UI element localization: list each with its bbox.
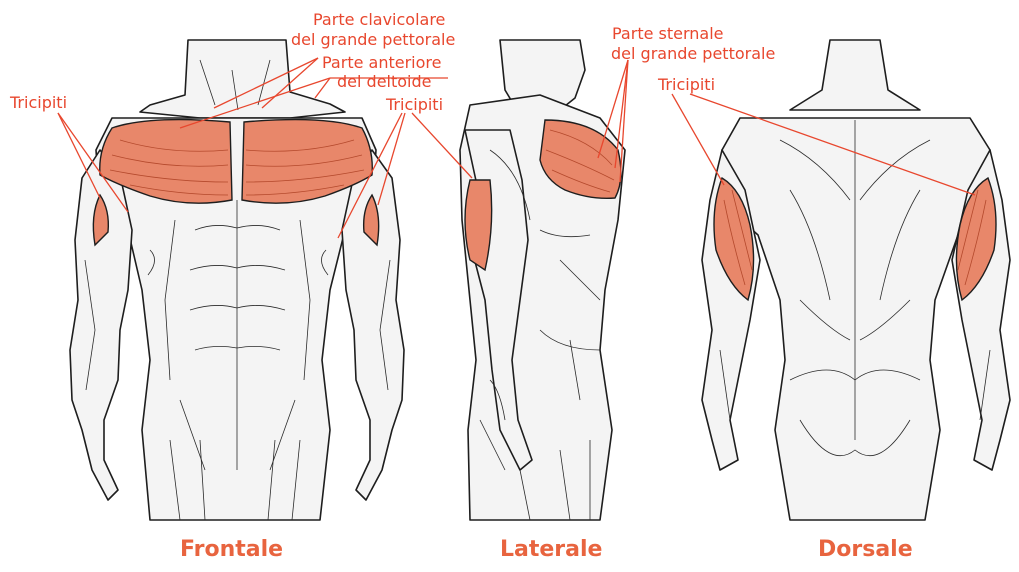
label-parte-clavicolare-line1: Parte clavicolare (313, 11, 445, 29)
front-figure (70, 40, 404, 520)
caption-frontale: Frontale (180, 537, 283, 563)
label-parte-anteriore-line2: del deltoide (337, 73, 431, 91)
label-parte-clavicolare-line2: del grande pettorale (291, 31, 455, 49)
caption-laterale: Laterale (500, 537, 602, 563)
label-parte-anteriore-line1: Parte anteriore (322, 54, 441, 72)
back-figure (702, 40, 1010, 520)
caption-dorsale: Dorsale (818, 537, 913, 563)
label-parte-sternale-line1: Parte sternale (612, 25, 724, 43)
label-tricipiti-center: Tricipiti (386, 96, 443, 114)
label-tricipiti-left: Tricipiti (10, 94, 67, 112)
label-tricipiti-right: Tricipiti (658, 76, 715, 94)
label-parte-sternale-line2: del grande pettorale (611, 45, 775, 63)
side-figure (460, 40, 625, 520)
